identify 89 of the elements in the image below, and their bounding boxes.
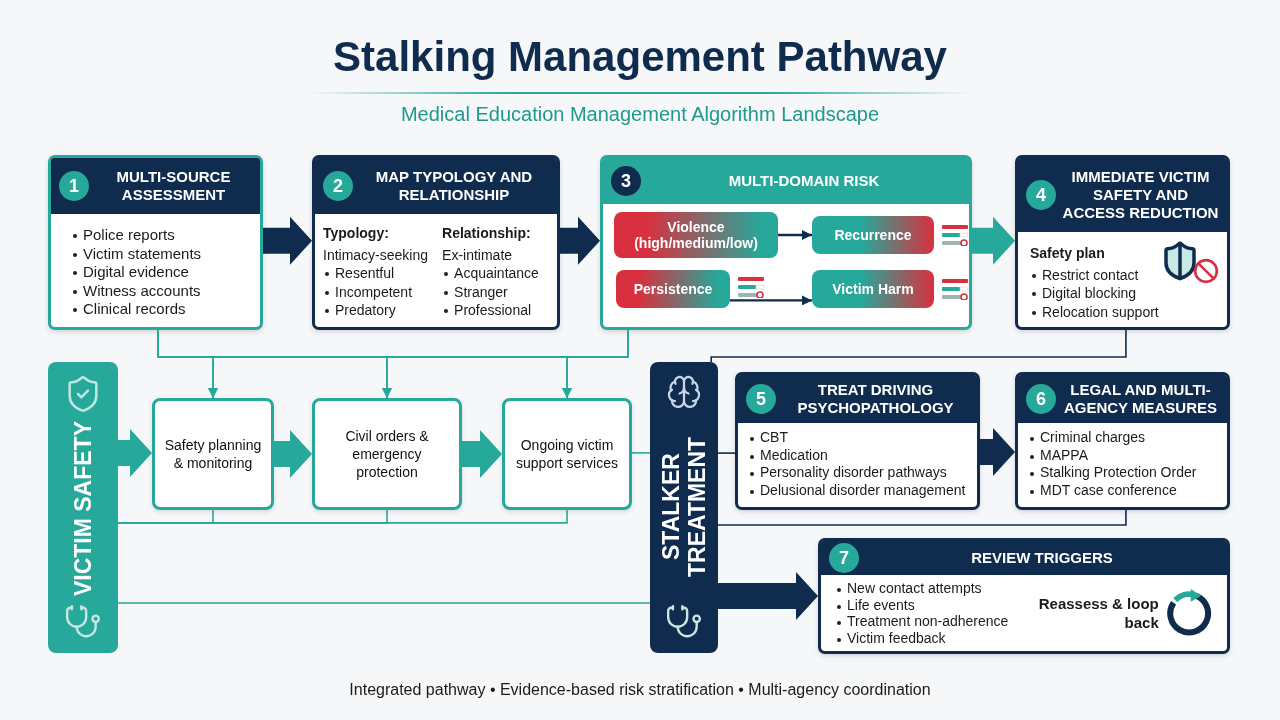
connector-line bbox=[710, 329, 1127, 363]
list-item: Life events bbox=[835, 596, 1009, 613]
block-arrow bbox=[560, 216, 600, 265]
risk-box bbox=[812, 270, 934, 308]
list-item: Intimacy-seeking bbox=[323, 245, 429, 264]
step-label: Safety planning & monitoring bbox=[163, 436, 263, 472]
subheading: Safety plan bbox=[1030, 244, 1106, 263]
card-title: MULTI-DOMAIN RISK bbox=[727, 172, 881, 190]
list-item: Acquaintance bbox=[442, 264, 539, 283]
step-number-badge: 3 bbox=[611, 166, 641, 196]
risk-label: Recurrence bbox=[834, 227, 912, 243]
list-item: Professional bbox=[442, 301, 539, 320]
card-title: REVIEW TRIGGERS bbox=[970, 549, 1114, 567]
list-item: Resentful bbox=[323, 264, 429, 283]
block-arrow bbox=[718, 571, 818, 620]
list-item: Treatment non-adherence bbox=[835, 613, 1009, 630]
block-arrow bbox=[118, 429, 152, 478]
connector-line bbox=[717, 509, 1127, 526]
connector-line bbox=[717, 452, 736, 454]
connector-line bbox=[117, 602, 651, 604]
step-label: Civil orders & emergency protection bbox=[344, 427, 430, 481]
list-item: MDT case conference bbox=[1028, 481, 1197, 499]
list-item: Victim feedback bbox=[835, 629, 1009, 646]
lane-band bbox=[48, 362, 118, 653]
diagram-title: Stalking Management Pathway bbox=[333, 32, 947, 82]
block-arrow bbox=[274, 430, 312, 478]
list-item: Criminal charges bbox=[1028, 429, 1197, 447]
card-title: IMMEDIATE VICTIM SAFETY AND ACCESS REDUCTION bbox=[1062, 168, 1219, 222]
step-card bbox=[1015, 155, 1230, 330]
card-title: LEGAL AND MULTI-AGENCY MEASURES bbox=[1062, 381, 1219, 417]
step-number-badge: 1 bbox=[59, 171, 89, 201]
list-item: Restrict contact bbox=[1030, 265, 1159, 284]
list-item: New contact attempts bbox=[835, 580, 1009, 597]
risk-box bbox=[812, 216, 934, 254]
process-box bbox=[502, 398, 632, 510]
card-title: MAP TYPOLOGY AND RELATIONSHIP bbox=[374, 168, 534, 204]
list-item: Medication bbox=[748, 446, 966, 464]
arrow bbox=[562, 329, 629, 399]
list-item: MAPPA bbox=[1028, 446, 1197, 464]
loop-note: Reassess & loop back bbox=[1037, 594, 1159, 632]
list-item: Stranger bbox=[442, 282, 539, 301]
risk-box bbox=[616, 270, 730, 308]
subheading: Relationship: bbox=[442, 224, 532, 243]
block-arrow bbox=[462, 430, 502, 478]
risk-label: Persistence bbox=[633, 281, 713, 297]
list-item: Digital blocking bbox=[1030, 284, 1159, 303]
subtitle: Medical Education Management Algorithm Landscape bbox=[400, 102, 880, 126]
process-box bbox=[312, 398, 462, 510]
step-card bbox=[48, 155, 263, 330]
lane-title: VICTIM SAFETY bbox=[70, 420, 96, 597]
card-title: TREAT DRIVING PSYCHOPATHOLOGY bbox=[796, 381, 955, 417]
step-number-badge: 2 bbox=[323, 171, 353, 201]
step-card bbox=[600, 155, 972, 330]
lane-band bbox=[650, 362, 718, 653]
list-item: Personality disorder pathways bbox=[748, 464, 966, 482]
risk-label: Victim Harm bbox=[832, 281, 914, 297]
step-card bbox=[312, 155, 560, 330]
list-item: Police reports bbox=[71, 226, 202, 245]
list-item: CBT bbox=[748, 429, 966, 447]
list-item: Ex-intimate bbox=[442, 245, 514, 264]
lane-title: STALKER TREATMENT bbox=[658, 435, 710, 579]
process-box bbox=[152, 398, 274, 510]
step-number-badge: 5 bbox=[746, 384, 776, 414]
list-item: Victim statements bbox=[71, 244, 202, 263]
subheading: Typology: bbox=[323, 224, 390, 243]
connector-line bbox=[631, 452, 651, 454]
step-number-badge: 6 bbox=[1026, 384, 1056, 414]
block-arrow bbox=[972, 216, 1015, 265]
list-item: Delusional disorder management bbox=[748, 481, 966, 499]
list-item: Incompetent bbox=[323, 282, 429, 301]
card-title: MULTI-SOURCE ASSESSMENT bbox=[115, 168, 232, 204]
arrow bbox=[730, 295, 812, 306]
block-arrow bbox=[263, 216, 312, 265]
block-arrow bbox=[980, 428, 1015, 477]
arrow bbox=[778, 230, 812, 240]
list-item: Clinical records bbox=[71, 300, 202, 319]
footer-caption: Integrated pathway • Evidence-based risk stratification • Multi-agency coordination bbox=[349, 680, 931, 700]
step-card bbox=[735, 372, 980, 510]
step-card bbox=[1015, 372, 1230, 510]
step-card bbox=[818, 538, 1230, 654]
step-number-badge: 4 bbox=[1026, 180, 1056, 210]
step-label: Ongoing victim support services bbox=[515, 436, 619, 472]
connector-line bbox=[117, 509, 568, 524]
list-item: Predatory bbox=[323, 301, 429, 320]
list-item: Witness accounts bbox=[71, 281, 202, 300]
list-item: Digital evidence bbox=[71, 263, 202, 282]
list-item: Stalking Protection Order bbox=[1028, 464, 1197, 482]
step-number-badge: 7 bbox=[829, 543, 859, 573]
list-item: Relocation support bbox=[1030, 302, 1159, 321]
